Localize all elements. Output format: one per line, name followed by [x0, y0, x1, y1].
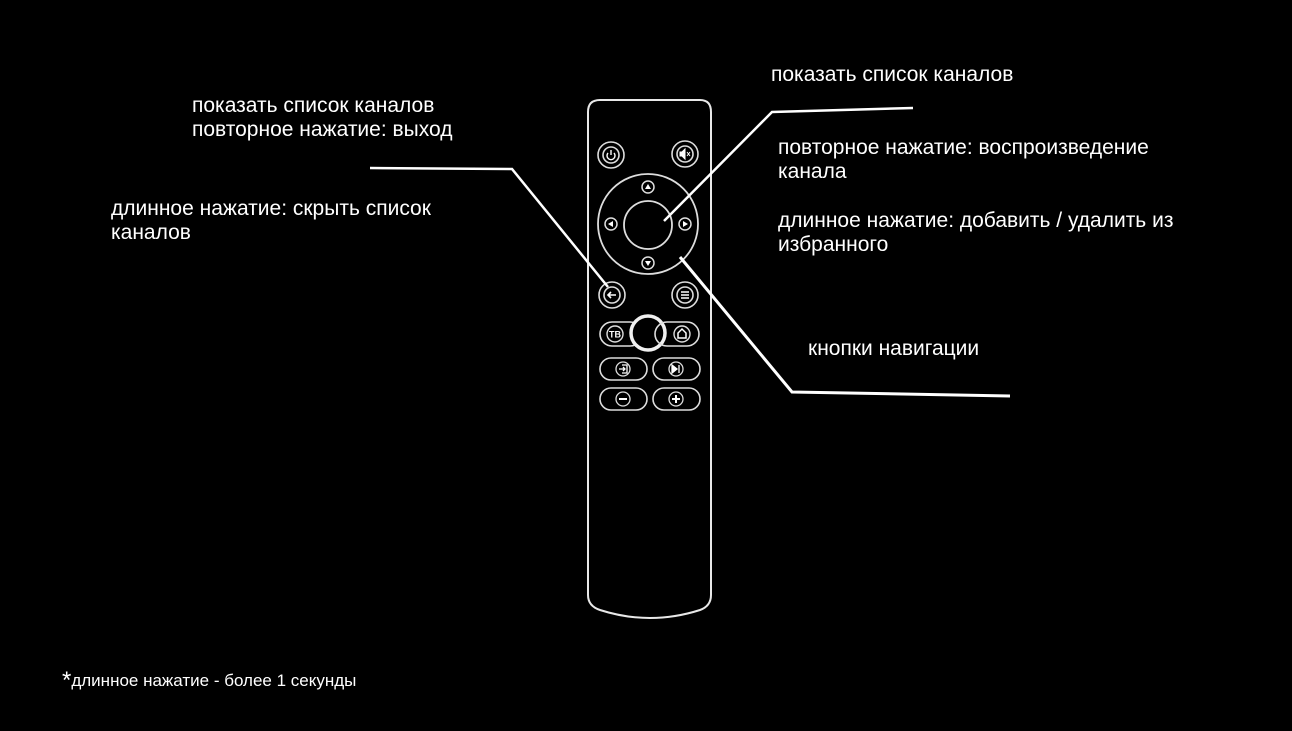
arrow-left-icon[interactable]: [604, 217, 618, 231]
home-icon: [677, 327, 687, 339]
annotation-repeat-press-play: повторное нажатие: воспроизведение канал…: [778, 136, 1149, 184]
annotation-line: повторное нажатие: выход: [192, 118, 453, 141]
annotation-channel-list-left: показать список каналов повторное нажати…: [192, 94, 453, 142]
back-button[interactable]: [598, 281, 626, 309]
leader-line-right-top: [663, 106, 914, 222]
leader-line-navigation: [678, 256, 1011, 398]
dpad[interactable]: [597, 173, 699, 275]
ok-button[interactable]: [623, 200, 673, 250]
mute-button[interactable]: [671, 140, 699, 168]
arrow-down-icon[interactable]: [641, 256, 655, 270]
voice-button[interactable]: [629, 314, 667, 352]
annotation-line: длинное нажатие: добавить / удалить из: [778, 209, 1174, 232]
annotation-line: кнопки навигации: [808, 337, 980, 360]
input-button[interactable]: [599, 357, 648, 381]
annotation-line: показать список каналов: [192, 94, 435, 117]
input-icon: [619, 364, 628, 374]
annotation-line: длинное нажатие: скрыть список: [111, 197, 431, 220]
menu-icon: [681, 291, 689, 299]
leader-line-left: [369, 166, 609, 288]
footnote-asterisk: *: [62, 667, 72, 694]
volume-down-button[interactable]: [599, 387, 648, 411]
volume-up-button[interactable]: [652, 387, 701, 411]
tv-icon: ТВ: [609, 330, 621, 340]
annotation-line: избранного: [778, 233, 889, 256]
annotation-line: канала: [778, 160, 847, 183]
home-button[interactable]: [654, 321, 700, 347]
annotation-navigation-buttons: кнопки навигации: [808, 337, 979, 361]
annotation-channel-list-right: показать список каналов: [771, 63, 1013, 87]
annotation-long-press-favorites: длинное нажатие: добавить / удалить из и…: [778, 209, 1173, 257]
power-button[interactable]: [597, 141, 625, 169]
menu-button[interactable]: [671, 281, 699, 309]
play-pause-button[interactable]: [652, 357, 701, 381]
annotation-long-press-hide: длинное нажатие: скрыть список каналов: [111, 197, 431, 245]
play-pause-icon: [671, 363, 680, 375]
footnote: *длинное нажатие - более 1 секунды: [62, 667, 356, 695]
mute-icon: [679, 147, 691, 161]
power-icon: [606, 150, 616, 161]
arrow-up-icon[interactable]: [641, 180, 655, 194]
remote-body: [587, 99, 712, 619]
back-arrow-icon: [606, 291, 616, 299]
plus-icon: [672, 395, 680, 403]
footnote-text: длинное нажатие - более 1 секунды: [71, 671, 357, 690]
annotation-line: повторное нажатие: воспроизведение: [778, 136, 1149, 159]
annotation-line: каналов: [111, 221, 191, 244]
arrow-right-icon[interactable]: [678, 217, 692, 231]
annotation-line: показать список каналов: [771, 63, 1014, 86]
